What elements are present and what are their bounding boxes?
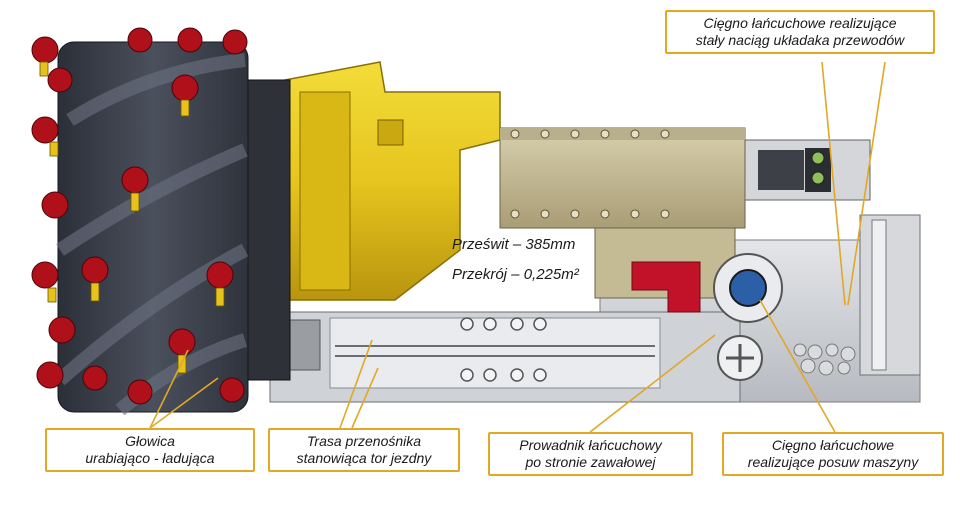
section-label: Przekrój – 0,225m² <box>452 266 579 283</box>
callout-cutting-head-line1: Głowica <box>125 433 175 449</box>
callout-drive-chain-line2: realizujące posuw maszyny <box>747 454 919 470</box>
callout-conveyor-track-line1: Trasa przenośnika <box>306 433 422 449</box>
yellow-body <box>284 61 501 301</box>
callout-conveyor-track-line2: stanowiąca tor jezdny <box>296 450 432 466</box>
callout-drive-chain: Cięgno łańcuchowe realizujące posuw masz… <box>722 432 944 476</box>
clearance-label: Prześwit – 385mm <box>452 236 576 253</box>
callout-chain-guide-line2: po stronie zawałowej <box>525 454 656 470</box>
callout-tension-chain-line1: Cięgno łańcuchowe realizujące <box>703 15 897 31</box>
conveyor-track <box>269 311 856 403</box>
callout-cutting-head-line2: urabiająco - ładująca <box>85 450 215 466</box>
callout-cutting-head: Głowica urabiająco - ładująca <box>45 428 255 472</box>
chain-sprocket <box>631 253 783 323</box>
callout-drive-chain-line1: Cięgno łańcuchowe <box>771 437 895 453</box>
hydraulic-unit <box>499 127 746 299</box>
leader-lines <box>149 61 886 433</box>
callout-chain-guide-line1: Prowadnik łańcuchowy <box>519 437 662 453</box>
drum-picks <box>31 27 248 405</box>
callout-conveyor-track: Trasa przenośnika stanowiąca tor jezdny <box>268 428 460 472</box>
callout-tension-chain-line2: stały naciąg układaka przewodów <box>695 32 905 48</box>
callout-tension-chain: Cięgno łańcuchowe realizujące stały naci… <box>665 10 935 54</box>
callout-chain-guide: Prowadnik łańcuchowy po stronie zawałowe… <box>488 432 693 476</box>
cutting-drum <box>55 41 249 416</box>
